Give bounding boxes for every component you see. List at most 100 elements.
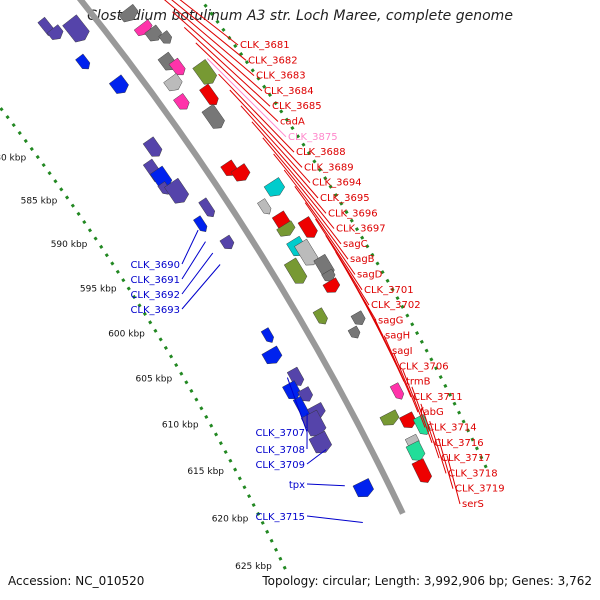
- gene-feature[interactable]: [405, 440, 427, 464]
- gene-feature[interactable]: [230, 163, 252, 184]
- gene-feature[interactable]: [350, 310, 367, 328]
- gene-label[interactable]: CLK_3690: [130, 260, 180, 271]
- gene-feature[interactable]: [412, 414, 432, 437]
- gene-label[interactable]: CLK_3696: [328, 208, 378, 219]
- gene-label[interactable]: CLK_3682: [248, 55, 298, 66]
- callout-line: [393, 352, 419, 413]
- feature-layer[interactable]: [37, 0, 434, 500]
- gene-feature[interactable]: [283, 257, 309, 287]
- gene-feature[interactable]: [62, 14, 92, 46]
- gene-feature[interactable]: [347, 325, 362, 341]
- callout-line: [181, 264, 221, 310]
- gene-feature[interactable]: [173, 93, 191, 112]
- gene-label[interactable]: CLK_3707: [255, 428, 305, 439]
- gene-label[interactable]: trmB: [406, 377, 431, 388]
- gene-label[interactable]: tpx: [289, 480, 305, 491]
- gene-label[interactable]: CLK_3702: [371, 300, 421, 311]
- gene-label[interactable]: CLK_3708: [255, 445, 305, 456]
- gene-feature[interactable]: [193, 215, 209, 234]
- gene-feature[interactable]: [322, 277, 342, 296]
- gene-label[interactable]: CLK_3711: [413, 392, 463, 403]
- gene-label[interactable]: sagG: [378, 315, 403, 326]
- gene-label[interactable]: CLK_3683: [256, 71, 306, 82]
- gene-label[interactable]: fabG: [420, 407, 444, 418]
- gene-label[interactable]: CLK_3688: [296, 147, 346, 158]
- gene-label[interactable]: sagC: [343, 239, 368, 250]
- callout-line: [374, 318, 405, 382]
- gene-feature[interactable]: [75, 53, 92, 72]
- gene-label[interactable]: CLK_3718: [448, 468, 498, 479]
- gene-feature[interactable]: [308, 430, 334, 456]
- callout-line: [315, 218, 363, 291]
- gene-feature[interactable]: [164, 177, 191, 206]
- callout-line: [229, 89, 303, 168]
- gene-feature[interactable]: [219, 234, 236, 252]
- gene-feature[interactable]: [294, 238, 320, 269]
- gene-feature[interactable]: [201, 103, 227, 132]
- callout-line: [181, 241, 206, 280]
- gene-feature[interactable]: [198, 197, 217, 220]
- gene-feature[interactable]: [199, 83, 220, 108]
- gene-feature[interactable]: [192, 59, 219, 87]
- gene-label[interactable]: CLK_3691: [130, 275, 180, 286]
- gene-feature[interactable]: [144, 24, 165, 44]
- gene-label[interactable]: CLK_3709: [255, 460, 305, 471]
- gene-label[interactable]: CLK_3693: [130, 305, 180, 316]
- gene-label[interactable]: sagI: [392, 346, 413, 357]
- gene-feature[interactable]: [352, 478, 376, 500]
- gene-feature[interactable]: [108, 74, 131, 97]
- gene-label[interactable]: CLK_3701: [364, 285, 414, 296]
- gene-feature[interactable]: [379, 409, 401, 429]
- gene-feature[interactable]: [411, 458, 434, 485]
- tick-label: 590 kbp: [51, 240, 88, 250]
- accession-label: Accession: NC_010520: [8, 574, 145, 588]
- gene-label[interactable]: CLK_3695: [320, 193, 370, 204]
- gene-label[interactable]: CLK_3697: [336, 224, 386, 235]
- gene-feature[interactable]: [297, 386, 315, 404]
- tick-label: 625 kbp: [235, 562, 272, 572]
- gene-feature[interactable]: [263, 177, 287, 199]
- tick-label: 610 kbp: [162, 421, 199, 431]
- gene-label[interactable]: CLK_3719: [455, 484, 505, 495]
- gene-label[interactable]: CLK_3694: [312, 178, 362, 189]
- gene-feature[interactable]: [142, 136, 164, 160]
- gene-label[interactable]: CLK_3685: [272, 101, 322, 112]
- gene-label[interactable]: CLK_3689: [304, 162, 354, 173]
- gene-feature[interactable]: [276, 220, 298, 240]
- gene-feature[interactable]: [321, 268, 338, 284]
- gene-label[interactable]: CLK_3714: [427, 423, 477, 434]
- gene-feature[interactable]: [261, 345, 284, 367]
- gene-label[interactable]: cadA: [280, 117, 305, 128]
- gene-feature[interactable]: [168, 57, 188, 78]
- gene-label[interactable]: CLK_3875: [288, 132, 338, 143]
- gene-feature[interactable]: [389, 382, 406, 402]
- callout-line: [183, 27, 271, 107]
- gene-label[interactable]: CLK_3692: [130, 290, 180, 301]
- gene-label[interactable]: CLK_3684: [264, 86, 314, 97]
- gene-label[interactable]: CLK_3681: [240, 40, 290, 51]
- callout-line: [438, 438, 454, 489]
- tick-label: 605 kbp: [136, 375, 173, 385]
- label-layer[interactable]: CLK_3681CLK_3682CLK_3683CLK_3684CLK_3685…: [130, 0, 505, 523]
- gene-feature[interactable]: [312, 307, 330, 327]
- gene-label[interactable]: sagD: [357, 270, 383, 281]
- gene-label[interactable]: CLK_3706: [399, 361, 449, 372]
- gene-feature[interactable]: [163, 73, 185, 94]
- gene-label[interactable]: CLK_3716: [434, 438, 484, 449]
- gene-feature[interactable]: [286, 366, 306, 388]
- backbone-layer: [76, 0, 406, 515]
- gene-feature[interactable]: [46, 24, 65, 43]
- gene-feature[interactable]: [118, 3, 141, 25]
- gene-label[interactable]: CLK_3715: [255, 512, 305, 523]
- gene-feature[interactable]: [260, 327, 276, 345]
- gene-feature[interactable]: [257, 198, 273, 217]
- gene-label[interactable]: sagB: [350, 254, 375, 265]
- gene-feature[interactable]: [158, 30, 174, 46]
- gene-label[interactable]: sagH: [385, 331, 410, 342]
- callout-line: [218, 73, 295, 153]
- gene-label[interactable]: CLK_3717: [441, 453, 491, 464]
- gene-label[interactable]: serS: [462, 499, 484, 510]
- gene-feature[interactable]: [297, 216, 320, 240]
